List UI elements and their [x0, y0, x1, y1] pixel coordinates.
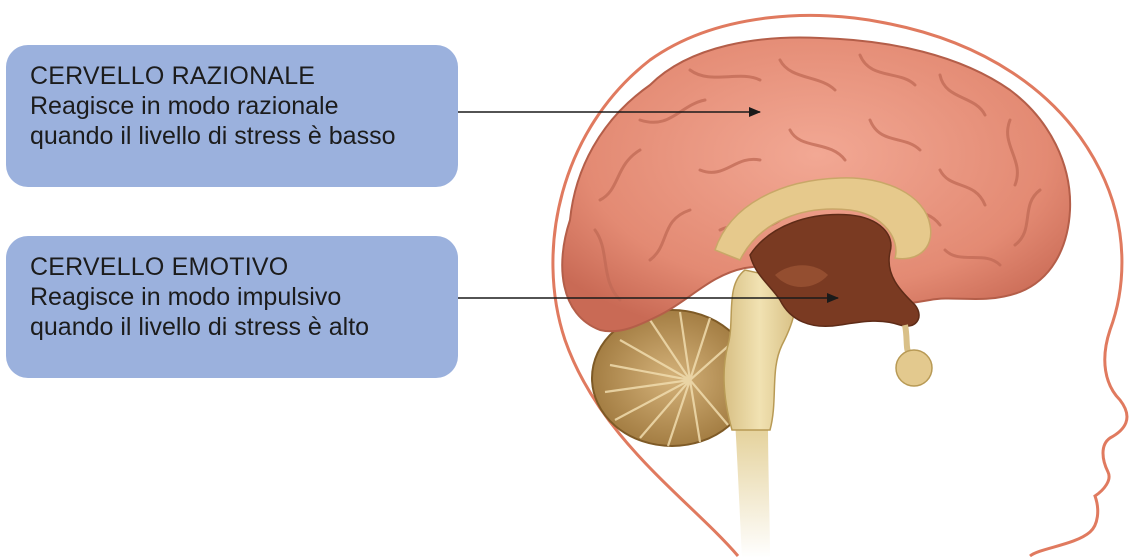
rational-brain-title: CERVELLO RAZIONALE	[30, 61, 458, 91]
spinal-cord	[735, 420, 770, 558]
rational-brain-desc-line1: Reagisce in modo razionale	[30, 91, 458, 121]
emotive-brain-desc-line1: Reagisce in modo impulsivo	[30, 282, 458, 312]
rational-brain-label: CERVELLO RAZIONALE Reagisce in modo razi…	[6, 45, 458, 187]
emotive-brain-title: CERVELLO EMOTIVO	[30, 252, 458, 282]
rational-brain-desc-line2: quando il livello di stress è basso	[30, 121, 458, 151]
emotive-brain-desc-line2: quando il livello di stress è alto	[30, 312, 458, 342]
pituitary-gland	[896, 325, 932, 386]
emotive-brain-label: CERVELLO EMOTIVO Reagisce in modo impuls…	[6, 236, 458, 378]
